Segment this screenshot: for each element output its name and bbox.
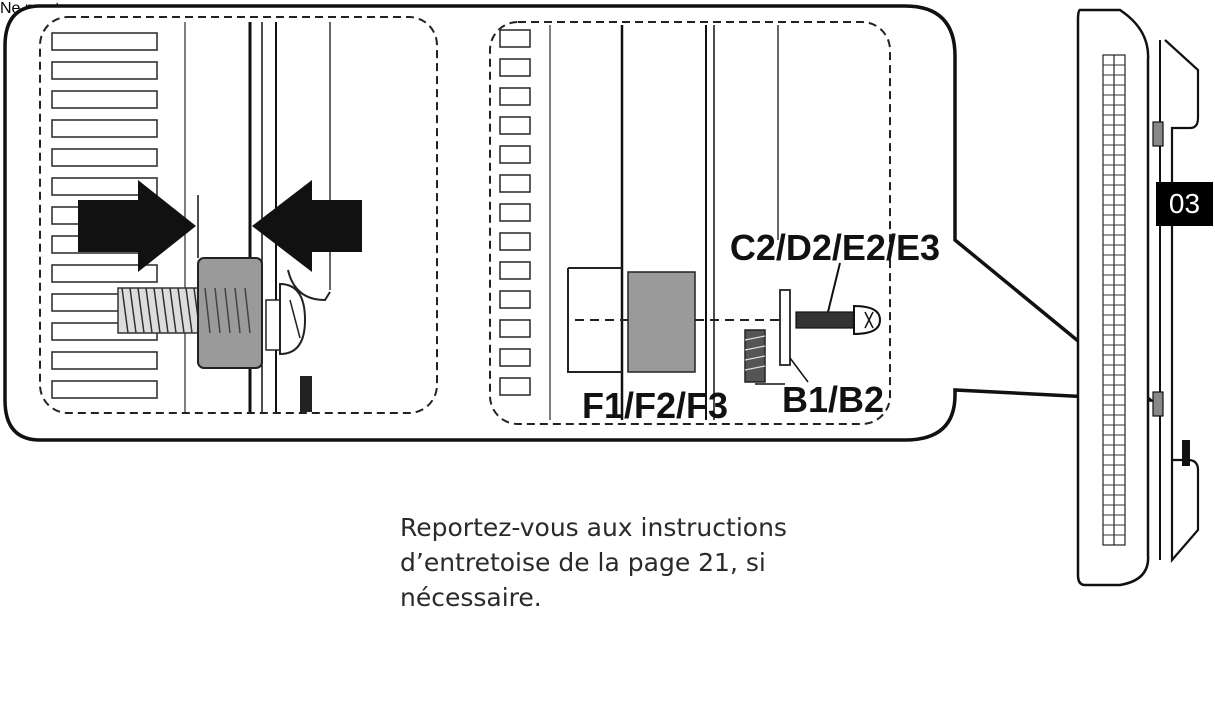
tv-side-view bbox=[1076, 8, 1200, 587]
washer-callout: B1/B2 bbox=[782, 379, 884, 420]
spacer-callout: F1/F2/F3 bbox=[582, 385, 728, 426]
arrow-right-icon bbox=[78, 180, 196, 272]
note-line-3: nécessaire. bbox=[400, 583, 542, 612]
detail-exploded: C2/D2/E2/E3 F1/F2/F3 B1/B2 bbox=[489, 21, 940, 426]
tv-vent-grille bbox=[1102, 54, 1126, 546]
arrow-left-icon bbox=[252, 180, 362, 272]
note-line-1: Reportez-vous aux instructions bbox=[400, 513, 787, 542]
wall-slats-right bbox=[499, 29, 531, 396]
step-number-badge: 03 bbox=[1156, 182, 1213, 226]
spacer-note: Reportez-vous aux instructions d’entreto… bbox=[400, 510, 920, 615]
screw-callout: C2/D2/E2/E3 bbox=[730, 227, 940, 268]
note-line-2: d’entretoise de la page 21, si bbox=[400, 548, 766, 577]
detail-before-tightening bbox=[39, 16, 438, 414]
thread-lines bbox=[121, 287, 201, 334]
